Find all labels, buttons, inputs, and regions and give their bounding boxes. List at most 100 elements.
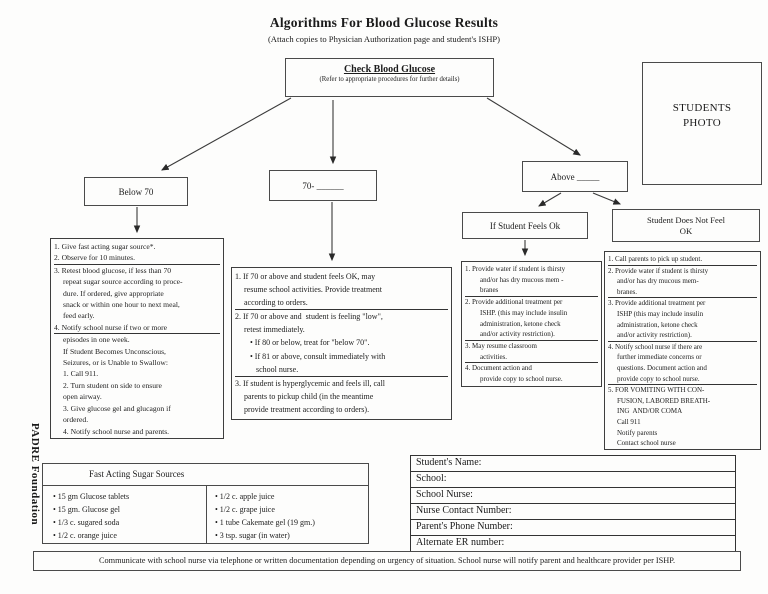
text-line: activities. — [465, 352, 598, 364]
text-line: resume school activities. Provide treatm… — [244, 285, 382, 295]
text-line: retest immediately. — [244, 325, 305, 335]
text-line: Parent's Phone Number: — [410, 519, 736, 536]
below-70-steps-box: 1. Give fast acting sugar source*.2. Obs… — [50, 238, 224, 439]
fast-acting-sugar-sources-table: Fast Acting Sugar Sources • 15 gm Glucos… — [42, 463, 369, 544]
text-line: 1. Give fast acting sugar source*. — [54, 242, 156, 251]
text-line: ISHP (this may include insulin — [617, 309, 704, 318]
text-line: ISHP. (this may include insulin — [480, 308, 568, 317]
branch-student-feels-ok: If Student Feels Ok — [462, 212, 588, 239]
text-line: • 1/2 c. orange juice — [53, 531, 117, 540]
branch-70-range: 70- ______ — [269, 170, 377, 201]
branch-above: Above _____ — [522, 161, 628, 192]
text-line: School: — [410, 471, 736, 488]
text-line: If Student Becomes Unconscious, — [63, 346, 166, 356]
branch-student-not-ok-line1: Student Does Not Feel — [646, 214, 726, 225]
range-steps-box: 1. If 70 or above and student feels OK, … — [231, 267, 452, 420]
text-line: provide copy to school nurse. — [608, 374, 757, 386]
text-line: feed early. — [63, 311, 95, 321]
text-line: 2. Provide water if student is thirsty — [608, 266, 709, 275]
text-line: 2. If 70 or above and student is feeling… — [235, 312, 383, 322]
text-line: 3. If student is hyperglycemic and feels… — [235, 378, 386, 388]
text-line: open airway. — [63, 392, 102, 402]
branch-student-not-ok: Student Does Not Feel OK — [612, 209, 760, 242]
text-line: 2. Turn student on side to ensure — [63, 380, 162, 390]
text-line: ordered. — [63, 415, 89, 425]
text-line: 4. Notify school nurse and parents. — [63, 426, 170, 436]
sugar-sources-header: Fast Acting Sugar Sources — [43, 464, 368, 486]
text-line: and/or has dry mucous mem- — [617, 277, 699, 286]
text-line: further immediate concerns or — [617, 353, 702, 362]
text-line: FUSION, LABORED BREATH- — [617, 396, 711, 405]
text-line: Nurse Contact Number: — [410, 503, 736, 520]
text-line: episodes in one week. — [63, 335, 130, 345]
text-line: dure. If ordered, give appropriate — [63, 288, 164, 298]
arrow-root-to-above — [486, 97, 581, 156]
footer-instruction-bar: Communicate with school nurse via teleph… — [33, 551, 741, 571]
text-line: administration, ketone check — [617, 320, 698, 329]
text-line: 1. If 70 or above and student feels OK, … — [235, 272, 376, 281]
text-line: repeat sugar source according to proce- — [63, 277, 183, 287]
text-line: • 15 gm. Glucose gel — [53, 505, 121, 514]
arrow-root-to-below70 — [161, 97, 292, 171]
sugar-sources-left-column: • 15 gm Glucose tablets • 15 gm. Glucose … — [43, 486, 207, 544]
text-line: snack or within one hour to next meal, — [63, 300, 180, 310]
text-line: 2. Observe for 10 minutes. — [54, 252, 220, 265]
arrow-above-to-feelsok — [538, 192, 562, 207]
check-blood-glucose-box: Check Blood Glucose (Refer to appropriat… — [285, 58, 494, 97]
text-line: • If 80 or below, treat for "below 70". — [250, 338, 370, 348]
root-box-title: Check Blood Glucose — [343, 64, 436, 75]
text-line: Student's Name: — [410, 455, 736, 472]
student-info-fields: Student's Name:School:School Nurse:Nurse… — [410, 455, 736, 552]
text-line: 3. May resume classroom — [465, 341, 537, 350]
text-line: • 3 tsp. sugar (in water) — [215, 531, 290, 540]
page-subtitle: (Attach copies to Physician Authorizatio… — [267, 34, 501, 44]
not-ok-steps-box: 1. Call parents to pick up student.2. Pr… — [604, 251, 761, 450]
text-line: ING AND/OR COMA — [617, 407, 683, 416]
text-line: 1. Call parents to pick up student. — [608, 254, 757, 266]
text-line: 4. Notify school nurse if there are — [608, 342, 703, 351]
text-line: questions. Document action and — [617, 363, 707, 372]
text-line: Contact school nurse — [617, 439, 676, 448]
branch-below-70: Below 70 — [84, 177, 188, 206]
branch-student-not-ok-line2: OK — [679, 225, 693, 236]
text-line: • 1/2 c. grape juice — [215, 505, 275, 514]
text-line: according to orders. — [235, 296, 448, 311]
page-title: Algorithms For Blood Glucose Results — [269, 15, 499, 30]
text-line: 4. Document action and — [465, 364, 532, 373]
text-line: • 1/3 c. sugared soda — [53, 518, 120, 527]
text-line: Call 911 — [617, 417, 641, 426]
text-line: school nurse. — [235, 363, 448, 377]
student-photo-placeholder: STUDENTS PHOTO — [642, 62, 762, 185]
text-line: parents to pickup child (in the meantime — [244, 391, 374, 401]
sugar-sources-body: • 15 gm Glucose tablets • 15 gm. Glucose … — [43, 486, 368, 544]
text-line: 3. Give glucose gel and glucagon if — [63, 403, 171, 413]
text-line: Alternate ER number: — [410, 535, 736, 552]
arrow-above-to-notok — [592, 192, 622, 205]
text-line: • 15 gm Glucose tablets — [53, 492, 130, 501]
text-line: Seizures, or is Unable to Swallow: — [63, 358, 169, 368]
text-line: • 1 tube Cakemate gel (19 gm.) — [215, 518, 315, 527]
student-photo-label: STUDENTS PHOTO — [672, 102, 732, 129]
text-line: Notify parents — [617, 428, 658, 437]
text-line: 3. Retest blood glucose, if less than 70 — [54, 265, 172, 275]
sugar-sources-right-column: • 1/2 c. apple juice • 1/2 c. grape juice… — [207, 486, 368, 544]
padre-foundation-side-label: PADRE Foundation — [29, 422, 41, 526]
text-line: provide copy to school nurse. — [480, 375, 563, 384]
text-line: and/or has dry mucous mem - — [480, 275, 564, 284]
text-line: provide treatment according to orders). — [244, 404, 370, 414]
text-line: and/or activity restriction). — [608, 330, 757, 342]
text-line: 1. Call 911. — [63, 369, 99, 379]
text-line: administration, ketone check — [480, 319, 561, 328]
text-line: • If 81 or above, consult immediately wi… — [250, 351, 386, 361]
text-line: • 1/2 c. apple juice — [215, 492, 275, 501]
root-box-note: (Refer to appropriate procedures for fur… — [319, 76, 460, 83]
text-line: 2. Provide additional treatment per — [465, 298, 563, 307]
text-line: 5. FOR VOMITING WITH CON- — [608, 386, 705, 395]
text-line: 4. Notify school nurse if two or more — [54, 322, 220, 335]
text-line: branes. — [608, 287, 757, 299]
text-line: 3. Provide additional treatment per — [608, 299, 706, 308]
text-line: School Nurse: — [410, 487, 736, 504]
text-line: branes — [465, 285, 598, 298]
